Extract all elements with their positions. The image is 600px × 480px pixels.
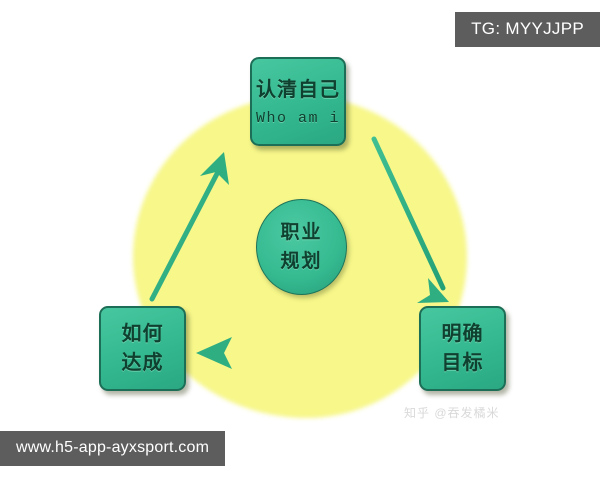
telegram-handle-badge: TG: MYYJJPP (455, 12, 600, 47)
node-top-chinese-label: 认清自己 (256, 79, 340, 102)
site-url-badge: www.h5-app-ayxsport.com (0, 431, 226, 466)
zhihu-watermark: 知乎 @吞发橘米 (404, 406, 500, 420)
center-label-line1: 职业 (280, 221, 323, 243)
arrow-top-to-right (371, 136, 449, 303)
node-know-yourself[interactable]: 认清自己 Who am i (250, 57, 346, 146)
node-how-to-achieve[interactable]: 如何 达成 (99, 306, 186, 391)
center-label-line2: 规划 (280, 251, 323, 272)
node-top-english-label: Who am i (255, 110, 340, 128)
arrow-right-to-left (196, 337, 414, 369)
node-clarify-goal[interactable]: 明确 目标 (419, 306, 506, 391)
node-right-chinese-line1: 明确 (441, 322, 484, 345)
node-right-chinese-line2: 目标 (441, 351, 484, 374)
node-left-chinese-line1: 如何 (121, 322, 164, 345)
arrow-left-to-top (149, 152, 229, 302)
center-node-career-planning[interactable]: 职业 规划 (256, 199, 347, 295)
node-left-chinese-line2: 达成 (121, 351, 164, 374)
